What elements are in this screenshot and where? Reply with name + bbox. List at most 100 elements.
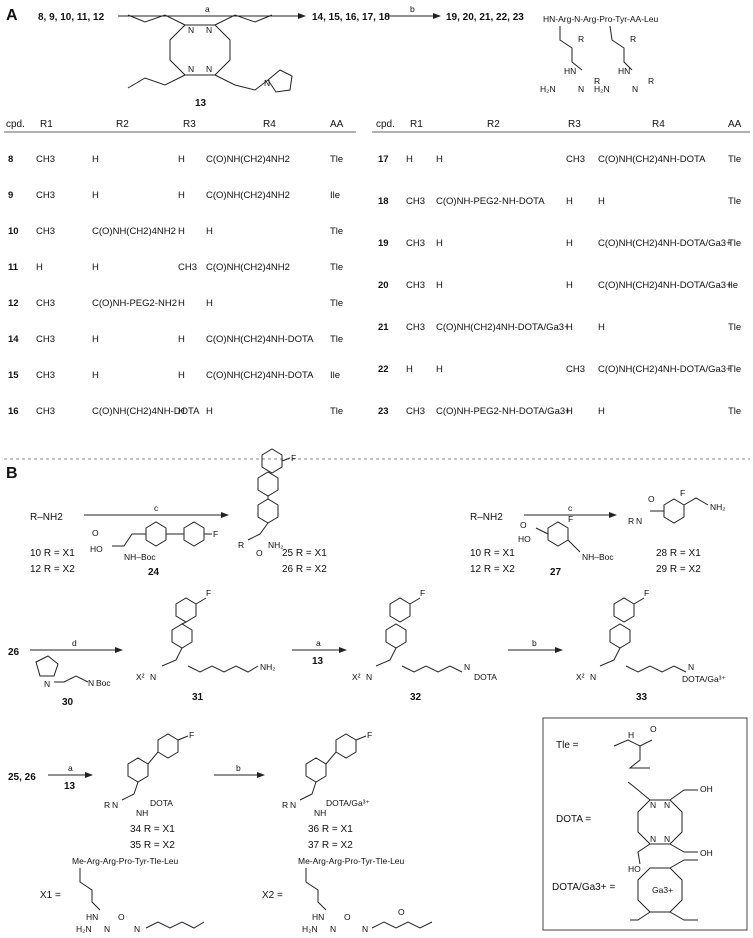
rxn1-in-12: 12 R = X2	[30, 564, 75, 575]
table-cell-aa: Tle	[330, 406, 343, 417]
compound-32-structure: F X² N N DOTA	[352, 588, 497, 682]
svg-text:O: O	[648, 494, 655, 504]
svg-text:F: F	[420, 588, 425, 598]
table-cell-r2: C(O)NH-PEG2-NH-DOTA	[436, 196, 545, 207]
rxn1-reagent-cpd: 24	[148, 567, 160, 578]
table-cell-r3: H	[566, 196, 573, 207]
panel-a-label: A	[6, 7, 18, 24]
table-cell-r4: C(O)NH(CH2)4NH-DOTA	[598, 154, 706, 165]
svg-text:HO: HO	[90, 544, 103, 554]
rxn2-out-28: 28 R = X1	[656, 548, 701, 559]
table-cell-r2: C(O)NH(CH2)4NH2	[92, 226, 176, 237]
rxn4-reagent-cpd: 13	[312, 656, 324, 667]
table-cell-r3: CH3	[178, 262, 197, 273]
svg-text:N: N	[632, 84, 638, 94]
table-cell-r3: H	[178, 154, 185, 165]
svg-text:NH–Boc: NH–Boc	[124, 552, 156, 562]
svg-text:HN: HN	[312, 912, 324, 922]
table-cell-aa: Tle	[330, 262, 343, 273]
svg-text:R: R	[648, 76, 654, 86]
svg-text:AA: AA	[330, 119, 344, 130]
table-cell-aa: Tle	[330, 154, 343, 165]
table-cell-cpd: 14	[8, 334, 19, 345]
svg-text:F: F	[213, 529, 218, 539]
svg-text:Ga3+: Ga3+	[652, 885, 673, 895]
svg-text:OH: OH	[700, 848, 713, 858]
table-cell-r4: C(O)NH(CH2)4NH2	[206, 262, 290, 273]
table-cell-aa: Tle	[728, 196, 741, 207]
svg-text:NH₂: NH₂	[268, 540, 284, 550]
rxn3-product: 31	[192, 692, 204, 703]
table-cell-r3: H	[178, 226, 185, 237]
svg-text:X²: X²	[576, 672, 585, 682]
table-cell-r1: CH3	[406, 406, 425, 417]
dota-ga-structure: Ga3+	[630, 859, 698, 921]
x2-structure: HN H₂N N O N O	[302, 868, 433, 934]
rxn1-out-26: 26 R = X2	[282, 564, 327, 575]
svg-text:cpd.: cpd.	[6, 119, 25, 130]
svg-text:cpd.: cpd.	[376, 119, 395, 130]
table-cell-cpd: 18	[378, 196, 389, 207]
table-cell-r3: H	[178, 190, 185, 201]
table-cell-aa: Tle	[330, 298, 343, 309]
x2-label: X2 =	[262, 890, 283, 901]
rxn2-in-12: 12 R = X2	[470, 564, 515, 575]
rxn1-out-25: 25 R = X1	[282, 548, 327, 559]
x2-peptide: Me-Arg-Arg-Pro-Tyr-Tle-Leu	[298, 856, 405, 866]
svg-text:R: R	[104, 800, 110, 810]
table-cell-cpd: 15	[8, 370, 19, 381]
svg-text:N: N	[188, 64, 194, 74]
table-cell-r2: C(O)NH-PEG2-NH2	[92, 298, 177, 309]
svg-text:F: F	[367, 730, 372, 740]
svg-text:N: N	[664, 800, 670, 810]
compound-30-structure: N N Boc	[35, 655, 111, 689]
rxn6-out-34: 34 R = X1	[130, 824, 175, 835]
svg-text:N: N	[636, 516, 642, 526]
svg-text:N: N	[664, 834, 670, 844]
rxn6-out-35: 35 R = X2	[130, 840, 175, 851]
svg-text:DOTA: DOTA	[474, 672, 497, 682]
tle-structure: H O	[613, 724, 657, 769]
rxn4-product: 32	[410, 692, 422, 703]
table-cell-aa: Tle	[728, 364, 741, 375]
table-cell-r1: CH3	[36, 370, 55, 381]
table-cell-cpd: 8	[8, 154, 13, 165]
svg-text:N: N	[650, 834, 656, 844]
svg-text:H: H	[628, 730, 634, 740]
svg-text:N: N	[206, 25, 212, 35]
svg-text:N: N	[362, 924, 368, 934]
svg-text:H₂N: H₂N	[76, 924, 92, 934]
table-cell-r4: C(O)NH(CH2)4NH-DOTA	[206, 370, 314, 381]
svg-text:N: N	[264, 78, 270, 88]
table-cell-r4: H	[206, 406, 213, 417]
svg-text:N: N	[88, 678, 94, 688]
table-cell-r3: H	[178, 298, 185, 309]
svg-text:HO: HO	[518, 534, 531, 544]
svg-text:N: N	[206, 64, 212, 74]
compound-27-structure: F O HO NH–Boc	[518, 514, 614, 562]
table-cell-r2: H	[92, 262, 99, 273]
table-cell-aa: Ile	[330, 190, 340, 201]
rxn7-out-37: 37 R = X2	[308, 840, 353, 851]
table-cell-cpd: 11	[8, 262, 19, 273]
table-cell-r2: H	[436, 154, 443, 165]
table-cell-r3: CH3	[566, 154, 585, 165]
svg-text:AA: AA	[728, 119, 742, 130]
table-cell-r4: H	[206, 298, 213, 309]
svg-text:N: N	[650, 800, 656, 810]
table-cell-r4: C(O)NH(CH2)4NH2	[206, 190, 290, 201]
svg-text:R2: R2	[487, 119, 500, 130]
svg-text:HN: HN	[618, 66, 630, 76]
svg-text:R: R	[594, 76, 600, 86]
x1-label: X1 =	[40, 890, 61, 901]
rxn2-out-29: 29 R = X2	[656, 564, 701, 575]
step2-to: 19, 20, 21, 22, 23	[446, 12, 524, 23]
svg-text:X²: X²	[352, 672, 361, 682]
rxn7-reagent: b	[236, 763, 241, 773]
arrow-b-label: b	[410, 4, 415, 14]
table-cell-r1: CH3	[36, 298, 55, 309]
